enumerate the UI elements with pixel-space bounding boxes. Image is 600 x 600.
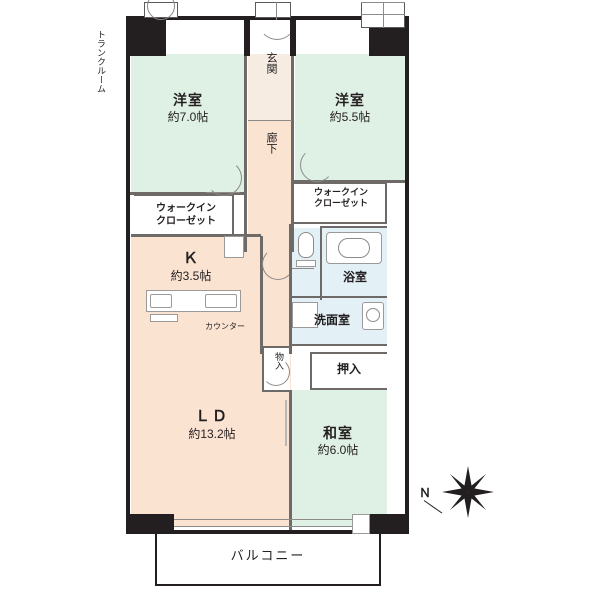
stove-icon [150, 294, 172, 308]
room-fill-washitsu [291, 390, 387, 526]
label-yoshitsu-north: 洋室 約7.0帖 [141, 92, 235, 125]
label-yoshitsu-north-size: 約7.0帖 [167, 109, 209, 124]
label-kitchen-size: 約3.5帖 [170, 268, 212, 283]
compass-rose-icon [442, 466, 494, 518]
label-trunk-room: トランクルーム [96, 30, 106, 93]
pillar-bottom-right [361, 514, 409, 534]
wall-washitsu-west [289, 390, 292, 530]
label-ld: ＬＤ 約13.2帖 [160, 408, 264, 442]
label-wic-left-line2: クローゼット [156, 215, 216, 227]
label-wic-left-line1: ウォークイン [156, 203, 216, 214]
compass-north-label: Ｎ [418, 486, 431, 500]
label-oshiire: 押入 [336, 362, 361, 376]
label-yoshitsu-east-size: 約5.5帖 [329, 109, 371, 124]
wall-wet-west [289, 224, 292, 354]
wall-bottom [126, 530, 409, 534]
bathtub-icon [326, 232, 382, 264]
label-washitsu: 和室 約6.0帖 [292, 425, 384, 458]
label-ld-name: ＬＤ [194, 408, 229, 425]
label-balcony: バルコニー [230, 548, 306, 563]
wall-bath-west [320, 226, 322, 300]
label-washitsu-name: 和室 [323, 425, 353, 441]
label-yoshitsu-north-name: 洋室 [173, 92, 203, 108]
pillar-top-left [126, 16, 166, 56]
wall-right [405, 16, 409, 534]
label-wic-left: ウォークイン クローゼット [141, 203, 231, 228]
refrigerator-space [224, 236, 244, 258]
label-ld-size: 約13.2帖 [188, 426, 236, 441]
label-wic-right-line1: ウォークイン [313, 187, 368, 197]
pillar-bottom-left [126, 514, 174, 534]
label-yoshitsu-east-name: 洋室 [335, 92, 365, 108]
room-fill-wic-right [295, 184, 387, 222]
washing-machine-space [292, 302, 318, 328]
label-genkan: 玄関 [265, 52, 277, 74]
label-yoshitsu-east: 洋室 約5.5帖 [303, 92, 397, 125]
wall-yoshitsu-n-south [130, 192, 244, 195]
sink-icon [205, 294, 237, 308]
room-fill-closet-oshiire [312, 354, 387, 388]
label-bath: 浴室 [342, 270, 367, 284]
label-counter: カウンター [205, 322, 245, 331]
wall-hallway-west [244, 56, 247, 252]
label-wic-right-line2: クローゼット [313, 198, 368, 209]
label-hallway: 廊下 [265, 132, 277, 154]
wall-washroom-south [290, 344, 387, 346]
label-kitchen: Ｋ 約3.5帖 [141, 250, 241, 284]
pillar-top-center2 [290, 16, 296, 56]
label-storage: 物入 [274, 352, 284, 370]
wall-washroom-north [290, 296, 387, 298]
toilet-icon [298, 232, 314, 258]
label-kitchen-name: Ｋ [182, 250, 199, 267]
label-wic-right: ウォークイン クローゼット [298, 187, 384, 210]
label-washitsu-size: 約6.0帖 [317, 442, 359, 457]
room-fill-wic-left [137, 196, 231, 234]
wall-kitchen-east [260, 236, 263, 354]
room-fill-hallway [248, 120, 292, 250]
label-washroom: 洗面室 [313, 313, 350, 327]
wall-left [126, 16, 130, 534]
pillar-top-center [244, 16, 250, 56]
balcony-outline [155, 534, 381, 586]
wall-hallway-east [291, 56, 294, 252]
wall-yoshitsu-e-south [292, 180, 405, 183]
window-ld-se [352, 514, 370, 534]
counter-edge [150, 314, 178, 322]
